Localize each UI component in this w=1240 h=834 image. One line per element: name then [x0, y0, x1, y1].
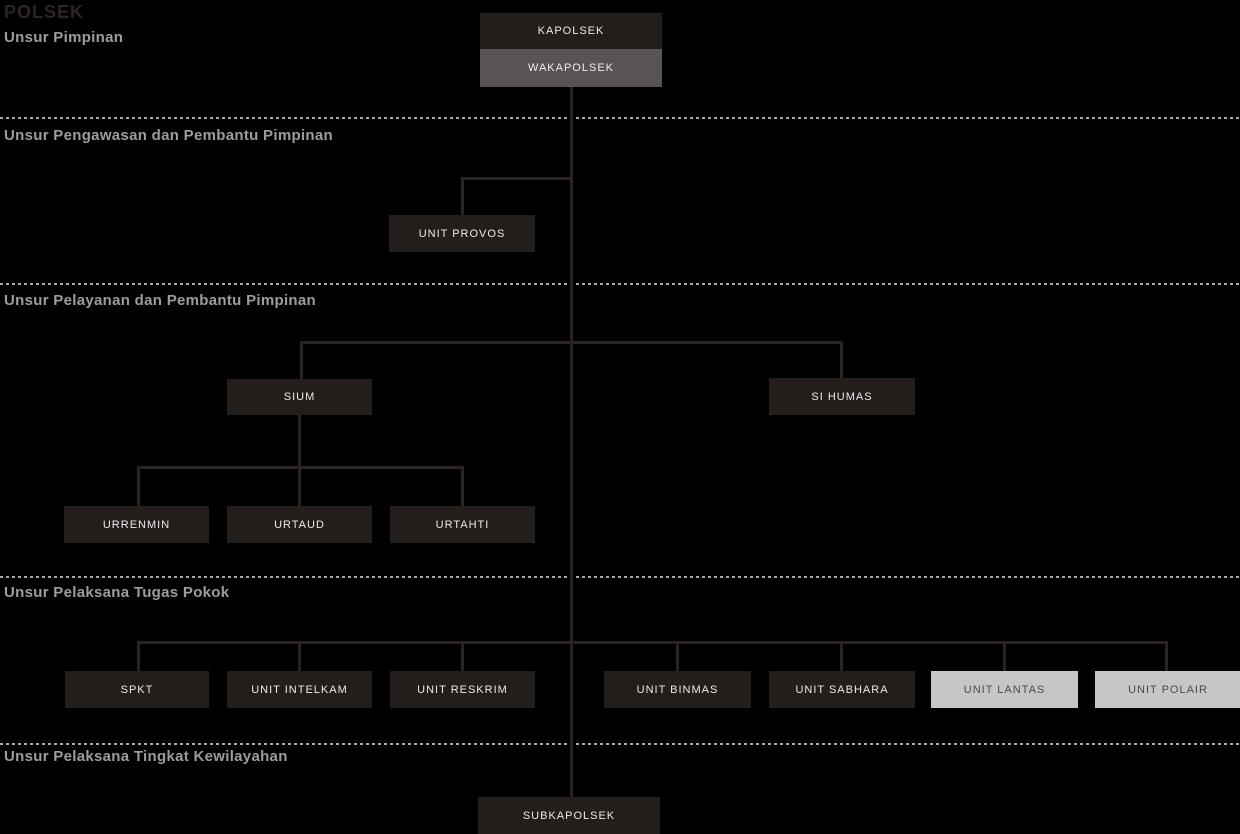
node-kapolsek: KAPOLSEK [480, 13, 662, 49]
connector-intelkam-drop [298, 641, 301, 671]
connector-lantas-drop [1003, 641, 1006, 671]
section-heading-unsur-pelayanan: Unsur Pelayanan dan Pembantu Pimpinan [4, 292, 317, 309]
node-unit-polair: UNIT POLAIR [1095, 671, 1240, 708]
node-urtahti: URTAHTI [390, 506, 535, 543]
section-divider [0, 743, 1240, 745]
connector-sium-stem [298, 414, 301, 467]
node-spkt: SPKT [65, 671, 209, 708]
section-divider [0, 117, 1240, 119]
node-wakapolsek: WAKAPOLSEK [480, 49, 662, 87]
connector-row4-horizontal [137, 641, 1168, 644]
connector-reskrim-drop [461, 641, 464, 671]
node-urrenmin: URRENMIN [64, 506, 209, 543]
node-unit-reskrim: UNIT RESKRIM [390, 671, 535, 708]
section-divider [0, 283, 1240, 285]
connector-polair-drop [1165, 641, 1168, 671]
section-heading-unsur-pengawasan: Unsur Pengawasan dan Pembantu Pimpinan [4, 127, 333, 144]
connector-sium-drop [300, 341, 303, 379]
node-si-humas: SI HUMAS [769, 378, 915, 415]
node-unit-intelkam: UNIT INTELKAM [227, 671, 372, 708]
node-subkapolsek: SUBKAPOLSEK [478, 797, 660, 834]
node-unit-binmas: UNIT BINMAS [604, 671, 751, 708]
connector-spkt-drop [137, 641, 140, 671]
node-unit-sabhara: UNIT SABHARA [769, 671, 915, 708]
connector-sihumas-drop [840, 341, 843, 378]
section-heading-unsur-pelaksana-kewilayahan: Unsur Pelaksana Tingkat Kewilayahan [4, 748, 288, 765]
connector-urtaud-drop [298, 466, 301, 506]
section-heading-unsur-pimpinan: Unsur Pimpinan [4, 29, 124, 46]
section-divider [0, 576, 1240, 578]
node-sium: SIUM [227, 379, 372, 415]
section-heading-unsur-pelaksana-tugas-pokok: Unsur Pelaksana Tugas Pokok [4, 584, 230, 601]
connector-sabhara-drop [840, 641, 843, 671]
connector-provos-horizontal [461, 177, 572, 180]
connector-binmas-drop [676, 641, 679, 671]
node-unit-lantas: UNIT LANTAS [931, 671, 1078, 708]
connector-main-spine [570, 87, 573, 797]
page-title: POLSEK [4, 2, 85, 22]
connector-provos-drop [461, 177, 464, 215]
node-unit-provos: UNIT PROVOS [389, 215, 535, 252]
connector-row2-horizontal [300, 341, 843, 344]
connector-urrenmin-drop [137, 466, 140, 506]
connector-urtahti-drop [461, 466, 464, 506]
node-urtaud: URTAUD [227, 506, 372, 543]
